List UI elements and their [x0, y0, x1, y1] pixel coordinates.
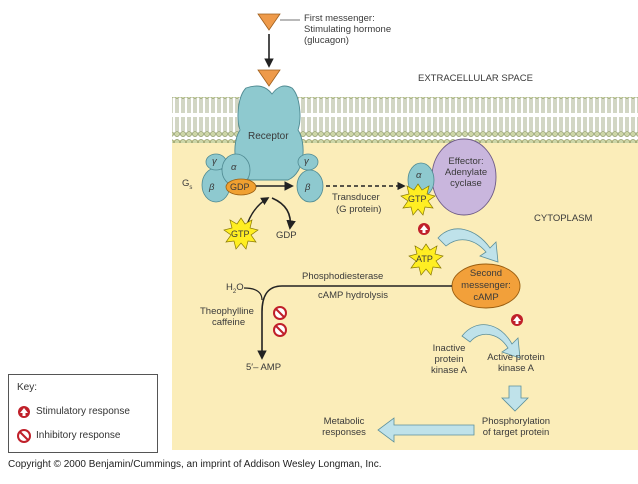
gdp-bound — [225, 178, 257, 196]
extracellular-label: EXTRACELLULAR SPACE — [418, 73, 533, 84]
alpha-left-label: α — [231, 162, 237, 173]
gs-label: Gs — [182, 178, 193, 191]
beta-right-label: β — [305, 182, 311, 193]
g-gamma-right — [297, 153, 319, 171]
stimulatory-icon — [511, 314, 523, 326]
first-messenger-label: First messenger: — [304, 13, 375, 24]
atp-label: ATP — [416, 254, 433, 264]
gdp-bound-label: GDP — [230, 182, 250, 192]
phosphorylation-label: Phosphorylation — [481, 416, 551, 427]
inhibitory-icon — [273, 323, 287, 337]
inactive-kinase-label: kinase A — [431, 365, 467, 376]
glucagon-label: (glucagon) — [304, 35, 349, 46]
inhibitory-key-icon — [17, 429, 31, 443]
effector-label: Effector: — [448, 156, 484, 167]
phosphodiesterase-label: Phosphodiesterase — [302, 271, 384, 282]
bound-hormone — [257, 69, 281, 87]
hormone-triangle — [257, 13, 281, 31]
cytoplasm-label: CYTOPLASM — [534, 213, 593, 224]
g-protein-label: (G protein) — [336, 204, 382, 215]
kinase-activation-arrow — [461, 324, 521, 359]
target-protein-label: of target protein — [482, 427, 550, 438]
beta-left-label: β — [209, 182, 215, 193]
alpha-active-label: α — [416, 170, 422, 181]
receptor-label: Receptor — [248, 131, 289, 142]
gamma-left-label: γ — [212, 156, 217, 167]
second-messenger-label: Second — [469, 268, 503, 279]
key-inhibitory-label: Inhibitory response — [36, 430, 121, 441]
cyclase-label: cyclase — [450, 178, 482, 189]
atp-star — [408, 243, 444, 276]
amp-label: 5′– AMP — [246, 362, 282, 373]
copyright-notice: Copyright © 2000 Benjamin/Cummings, an i… — [8, 459, 382, 470]
inactive-label: Inactive — [432, 343, 466, 354]
metabolic-label: Metabolic — [323, 416, 365, 427]
camp-hydrolysis-label: cAMP hydrolysis — [318, 290, 389, 301]
inactive-protein-label: protein — [434, 354, 464, 365]
metabolic-response-arrow — [377, 417, 475, 443]
gdp-free-label: GDP — [276, 230, 297, 241]
responses-label: responses — [322, 427, 366, 438]
atp-to-camp-arrow — [437, 228, 499, 263]
gtp-free-label: GTP — [231, 229, 250, 239]
key-stimulatory-label: Stimulatory response — [36, 406, 130, 417]
gamma-right-label: γ — [304, 156, 309, 167]
stimulatory-icon — [418, 223, 430, 235]
gtp-star-free — [223, 217, 259, 250]
water-label: H2O — [226, 282, 244, 295]
messenger-label: messenger: — [461, 280, 511, 291]
active-kinase-label: kinase A — [498, 363, 534, 374]
key-legend: Key: Stimulatory response Inhibitory res… — [8, 374, 158, 453]
caffeine-label: caffeine — [212, 317, 246, 328]
camp-label: cAMP — [473, 292, 499, 303]
inhibitory-icon — [273, 306, 287, 320]
stimulatory-key-icon — [18, 406, 30, 418]
transducer-label: Transducer — [332, 192, 380, 203]
gtp-star-bound — [400, 183, 436, 216]
active-protein-label: Active protein — [487, 352, 545, 363]
gtp-bound-label: GTP — [408, 194, 427, 204]
phosphorylation-arrow — [501, 385, 529, 412]
adenylate-label: Adenylate — [444, 167, 488, 178]
key-title: Key: — [17, 382, 38, 393]
camp-hydrolysis-path — [257, 285, 283, 360]
receptor-protein — [234, 85, 304, 181]
theophylline-label: Theophylline — [200, 306, 254, 317]
stimulating-hormone-label: Stimulating hormone — [304, 24, 392, 35]
